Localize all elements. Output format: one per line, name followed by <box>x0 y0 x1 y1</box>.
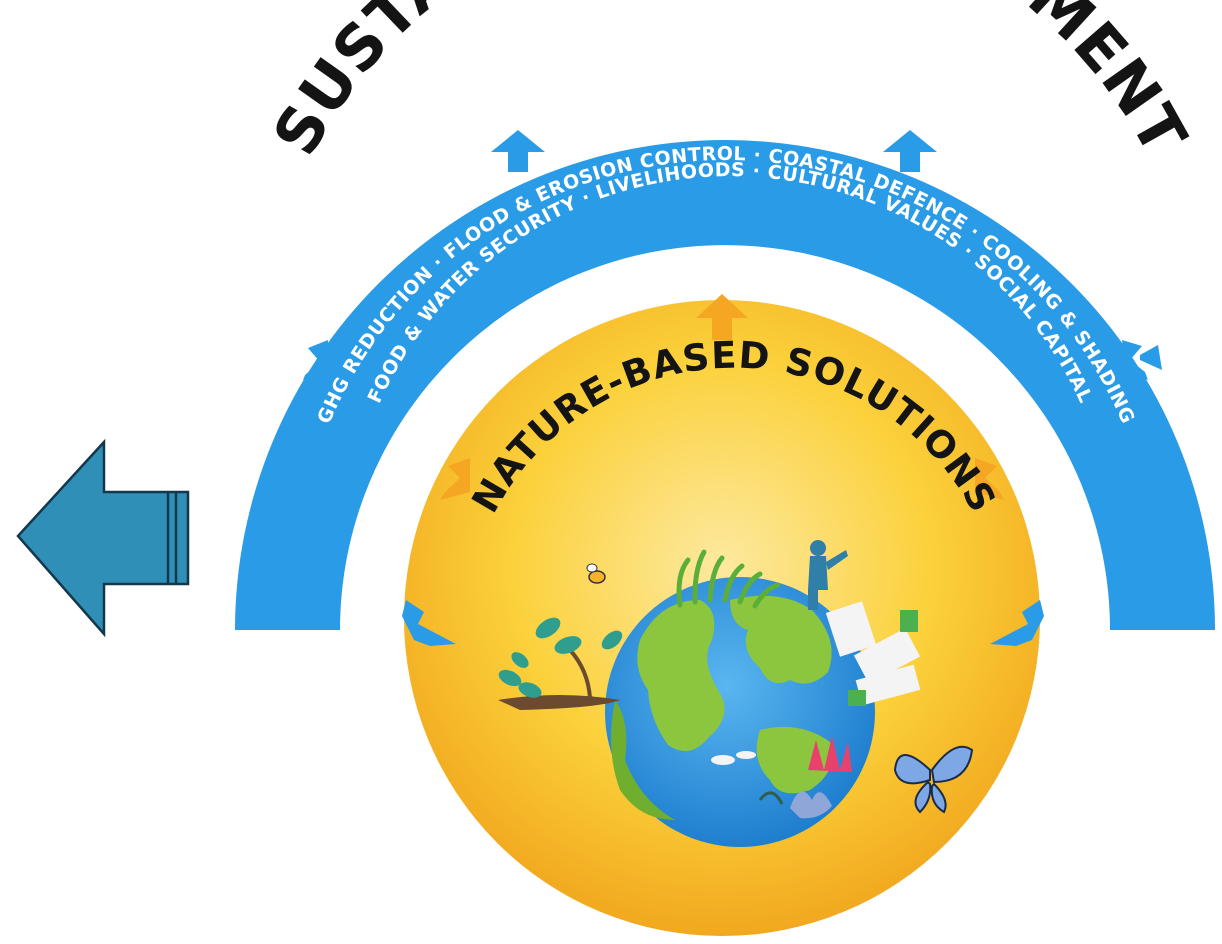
person-illustration <box>808 540 848 610</box>
buildings-illustration <box>825 601 921 706</box>
outer-blue-band <box>235 140 1215 630</box>
outer-blue-arrows <box>303 130 1162 380</box>
vegetation-illustration <box>676 549 781 609</box>
coral-illustration <box>758 736 852 819</box>
butterfly-illustration <box>893 745 974 814</box>
tree-illustration <box>498 617 623 710</box>
bee-illustration <box>586 563 606 584</box>
earth-illustration <box>605 577 875 847</box>
blue-inward-arrows <box>402 600 1044 646</box>
left-arrow-icon[interactable] <box>16 438 190 638</box>
back-arrow-button[interactable] <box>16 438 190 638</box>
orange-arrows <box>440 294 1004 500</box>
